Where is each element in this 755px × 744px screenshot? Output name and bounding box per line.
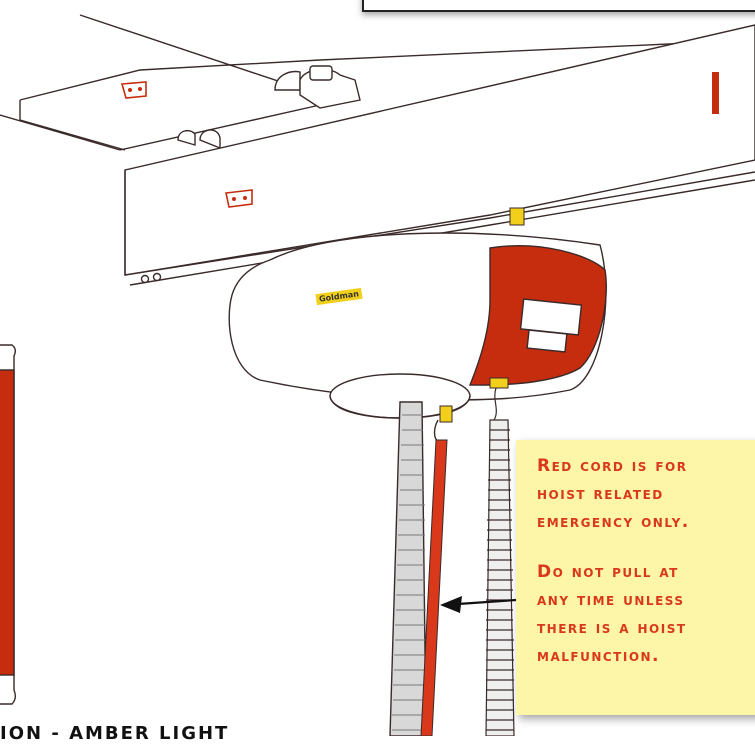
pointer-arrow [440, 596, 517, 613]
rail-mount-knob [177, 65, 361, 150]
note-line: malfunction. [537, 646, 661, 666]
cord-clip-2 [439, 405, 453, 423]
note-line: hoist related [537, 484, 664, 504]
trolley-connector [509, 207, 525, 226]
lifting-strap [389, 401, 427, 736]
beam-red-accent [712, 72, 719, 114]
note-line: there is a hoist [537, 618, 687, 638]
note-line: Red cord is for [537, 456, 688, 476]
warning-sticky-note: Red cord is for hoist related emergency … [516, 440, 755, 715]
red-emergency-cord [420, 419, 448, 736]
cord-clip [489, 377, 509, 389]
coiled-cable [485, 387, 515, 736]
ceiling-rail-front [124, 24, 755, 286]
left-handset [0, 344, 17, 705]
note-line: Do not pull at [537, 562, 679, 582]
red-control-panel [468, 245, 607, 386]
bottom-caption: ION - AMBER LIGHT [0, 723, 230, 744]
note-line: any time unless [537, 590, 685, 610]
top-callout-box [362, 0, 755, 12]
beam-tags [120, 81, 253, 208]
note-line: emergency only. [537, 512, 690, 532]
